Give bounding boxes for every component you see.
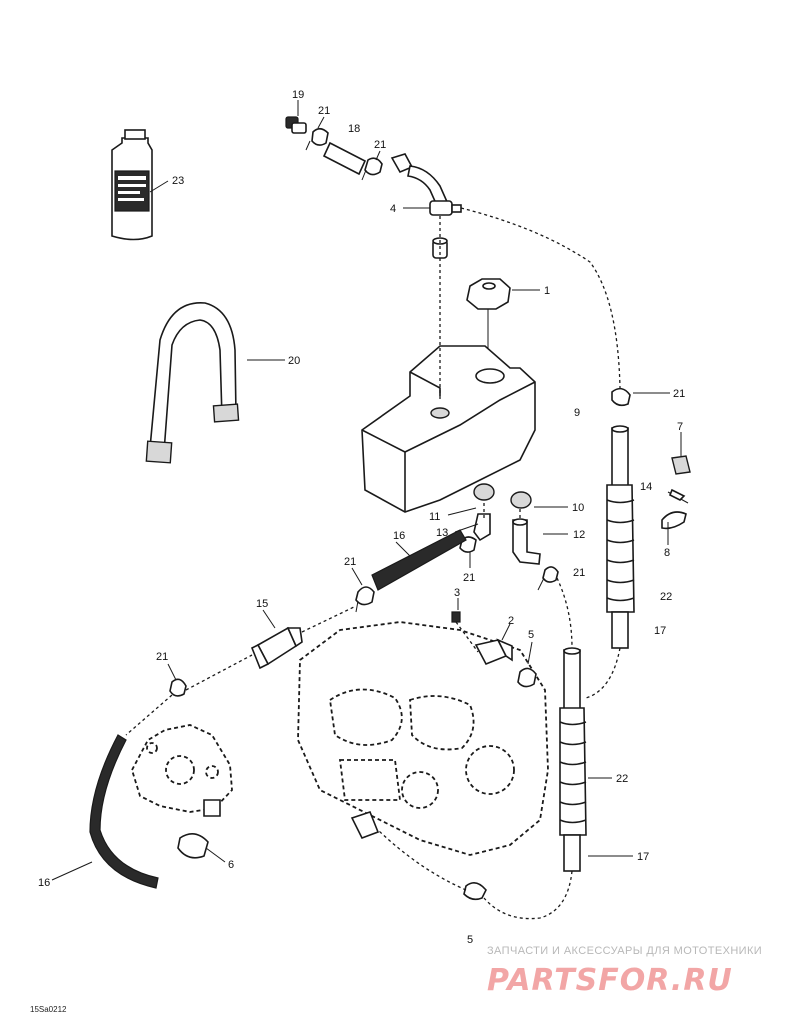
callout-11: 11 [429, 511, 440, 523]
callout-14: 14 [640, 481, 652, 493]
callout-21: 21 [673, 388, 685, 400]
callout-numbers: 19 21 18 21 4 1 23 20 21 9 7 14 10 11 13… [38, 89, 685, 946]
callout-21: 21 [374, 139, 386, 151]
callout-3: 3 [454, 587, 460, 599]
watermark: ЗАПЧАСТИ И АКСЕССУАРЫ ДЛЯ МОТОТЕХНИКИ PA… [487, 945, 762, 998]
protective-sleeve-upper-part-22 [606, 387, 635, 649]
callout-23: 23 [172, 175, 184, 187]
oil-bottle-part-23 [111, 129, 153, 241]
callout-22: 22 [660, 591, 672, 603]
callout-13: 13 [436, 527, 448, 539]
oil-hose-upper-part-16 [355, 529, 467, 613]
callout-2: 2 [508, 615, 514, 627]
callout-4: 4 [390, 203, 396, 215]
callout-21: 21 [463, 572, 475, 584]
callout-16: 16 [393, 530, 405, 542]
oil-hose-lower-part-16 [89, 654, 253, 889]
callout-leaders [51, 100, 682, 881]
retaining-strap-part-20 [145, 302, 240, 464]
watermark-tagline: ЗАПЧАСТИ И АКСЕССУАРЫ ДЛЯ МОТОТЕХНИКИ [487, 945, 762, 957]
engine-phantom [297, 611, 549, 901]
callout-8: 8 [664, 547, 670, 559]
callout-7: 7 [677, 421, 683, 433]
callout-1: 1 [544, 285, 550, 297]
callout-10: 10 [572, 502, 584, 514]
callout-6: 6 [228, 859, 234, 871]
callout-21: 21 [344, 556, 356, 568]
tank-outlet-fittings [459, 483, 559, 591]
callout-22: 22 [616, 773, 628, 785]
callout-20: 20 [288, 355, 300, 367]
callout-15: 15 [256, 598, 268, 610]
callout-21: 21 [573, 567, 585, 579]
callout-9: 9 [574, 407, 580, 419]
callout-18: 18 [348, 123, 360, 135]
small-hardware-7-14-8 [661, 455, 691, 530]
callout-17: 17 [637, 851, 649, 863]
oil-filter-part-15 [250, 605, 357, 670]
callout-5: 5 [467, 934, 473, 946]
callout-19: 19 [292, 89, 304, 101]
oil-tank-part-9 [361, 216, 536, 513]
protective-sleeve-lower-part-22 [559, 647, 587, 872]
callout-21: 21 [156, 651, 168, 663]
callout-16: 16 [38, 877, 50, 889]
callout-21: 21 [318, 105, 330, 117]
watermark-brand: PARTSFOR.RU [487, 963, 733, 998]
callout-12: 12 [573, 529, 585, 541]
hose-routing-lines [377, 207, 621, 920]
callout-17: 17 [654, 625, 666, 637]
diagram-reference-code: 15Sa0212 [30, 1005, 67, 1014]
tank-cap-part-1 [466, 278, 511, 360]
callout-5: 5 [528, 629, 534, 641]
oil-pump-phantom [131, 724, 233, 859]
